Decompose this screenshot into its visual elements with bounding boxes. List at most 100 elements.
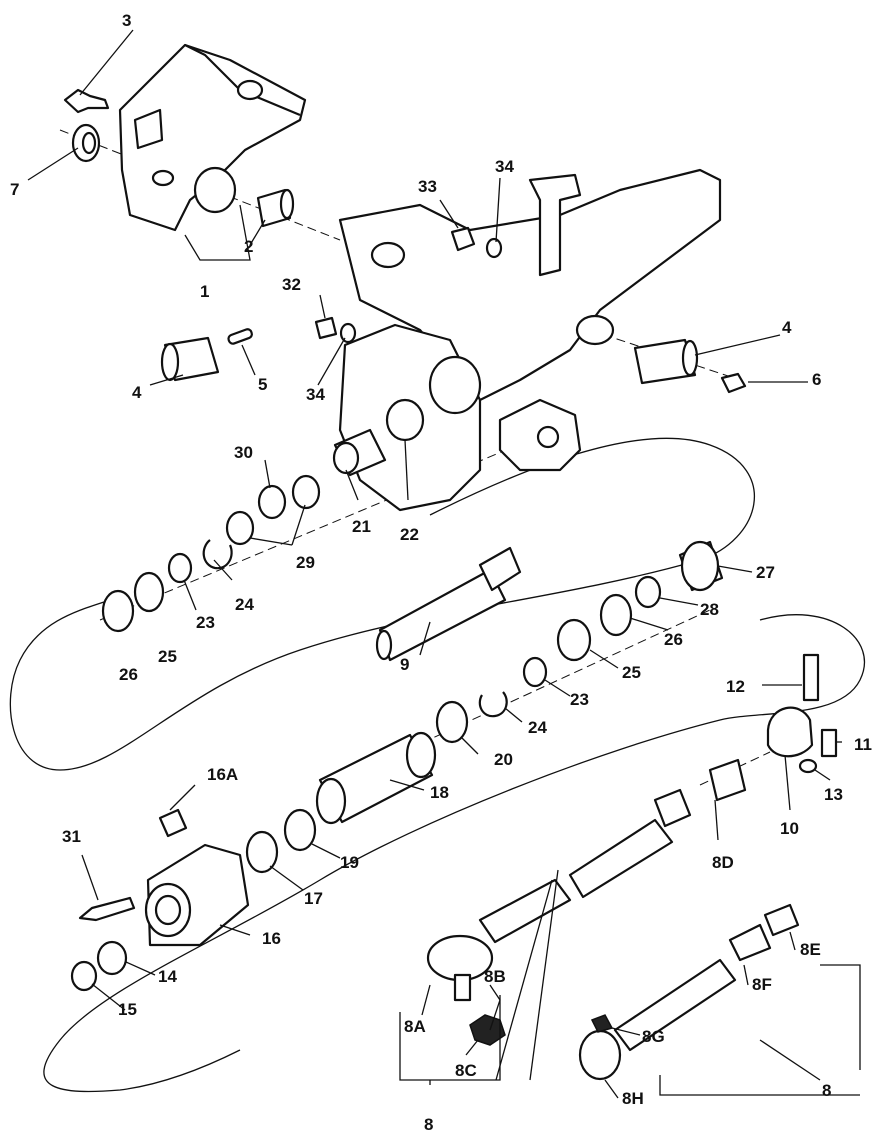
callout-8A: 8A (404, 1017, 426, 1036)
callout-9: 9 (400, 655, 409, 674)
callout-15: 15 (118, 1000, 137, 1019)
centerline-spindle (99, 439, 531, 621)
fitting-16A (158, 808, 188, 838)
leader-lines (27, 29, 861, 1099)
callout-18: 18 (430, 783, 449, 802)
ring-23-right (522, 656, 548, 688)
ring-28 (634, 575, 662, 609)
callout-22: 22 (400, 525, 419, 544)
pin-5 (227, 328, 253, 345)
grease-fitting-6 (720, 372, 747, 394)
washer-7-hole (81, 131, 97, 155)
tie-rod-end-assembly (578, 903, 800, 1081)
callout-21: 21 (352, 517, 371, 536)
clamp-10 (766, 706, 814, 758)
sleeve-11 (820, 728, 838, 758)
callout-20: 20 (494, 750, 513, 769)
callout-26-left: 26 (119, 665, 138, 684)
callout-5: 5 (258, 375, 267, 394)
plug-32 (314, 316, 338, 340)
snap-ring-24-right (478, 691, 508, 718)
callout-31: 31 (62, 827, 81, 846)
callout-29: 29 (296, 553, 315, 572)
centerline-bushing-right (589, 329, 741, 381)
callout-16A: 16A (207, 765, 238, 784)
callout-10: 10 (780, 819, 799, 838)
ring-23-left (167, 552, 193, 584)
washer-26-right (599, 593, 633, 637)
callout-26-right: 26 (664, 630, 683, 649)
callout-13: 13 (824, 785, 843, 804)
callout-34-top: 34 (495, 157, 514, 176)
callout-25-left: 25 (158, 647, 177, 666)
callout-25-right: 25 (622, 663, 641, 682)
bushing-27 (678, 540, 724, 592)
callout-33: 33 (418, 177, 437, 196)
washer-34-top (485, 237, 503, 259)
callout-labels: 1 2 3 4 4 5 6 7 8 8 8A 8B 8C 8D 8E 8F 8G… (10, 11, 872, 1134)
callout-28: 28 (700, 600, 719, 619)
callout-8E: 8E (800, 940, 821, 959)
callout-32: 32 (282, 275, 301, 294)
bolt-31 (78, 896, 136, 922)
callout-24-right: 24 (528, 718, 547, 737)
bolt-12 (802, 653, 820, 702)
ring-29-b (225, 510, 255, 546)
callout-19: 19 (340, 853, 359, 872)
callout-1: 1 (200, 282, 209, 301)
washer-25-left (133, 571, 165, 613)
callout-17: 17 (304, 889, 323, 908)
callout-8C: 8C (455, 1061, 477, 1080)
bushing-18 (315, 731, 437, 825)
callout-8B: 8B (484, 967, 506, 986)
axle-support (118, 43, 307, 232)
nut-13 (798, 758, 818, 774)
washer-34-mid (339, 322, 357, 344)
callout-30: 30 (234, 443, 253, 462)
snap-ring-24-left (202, 539, 233, 570)
bearing-14 (96, 940, 128, 976)
callout-27: 27 (756, 563, 775, 582)
ring-15 (70, 960, 98, 992)
pin-4-left (160, 336, 220, 382)
callout-6: 6 (812, 370, 821, 389)
plug-33 (450, 226, 476, 252)
bushing-2 (256, 188, 295, 228)
callout-34-mid: 34 (306, 385, 325, 404)
centerline-tierod (699, 751, 771, 786)
bolt-3 (63, 88, 110, 114)
callout-23-left: 23 (196, 613, 215, 632)
callout-8D: 8D (712, 853, 734, 872)
callout-8F: 8F (752, 975, 772, 994)
callout-11: 11 (854, 735, 872, 754)
ring-29-a (291, 474, 321, 510)
callout-8-right: 8 (822, 1081, 831, 1100)
ring-20 (435, 700, 469, 744)
callout-2: 2 (244, 237, 253, 256)
seal-22 (385, 398, 425, 442)
callout-8H: 8H (622, 1089, 644, 1108)
spindle-21 (332, 428, 387, 477)
callout-7: 7 (10, 180, 19, 199)
callout-8G: 8G (642, 1027, 665, 1046)
callout-4-right: 4 (782, 318, 792, 337)
callout-3: 3 (122, 11, 131, 30)
lasso-loop-lower (43, 614, 866, 1093)
housing-16 (144, 843, 250, 947)
shaft-9 (375, 546, 522, 662)
washer-25-right (556, 618, 592, 662)
callout-4-left: 4 (132, 383, 142, 402)
washer-26-left (101, 589, 135, 633)
callout-16: 16 (262, 929, 281, 948)
centerline-bushing-upper (59, 129, 341, 241)
callout-23-right: 23 (570, 690, 589, 709)
callout-8-lower: 8 (424, 1115, 433, 1134)
ring-30 (257, 484, 287, 520)
callout-24-left: 24 (235, 595, 254, 614)
callout-14: 14 (158, 967, 177, 986)
ring-17 (245, 830, 279, 874)
callout-12: 12 (726, 677, 745, 696)
pin-4-right (633, 338, 699, 385)
ring-19 (283, 808, 317, 852)
